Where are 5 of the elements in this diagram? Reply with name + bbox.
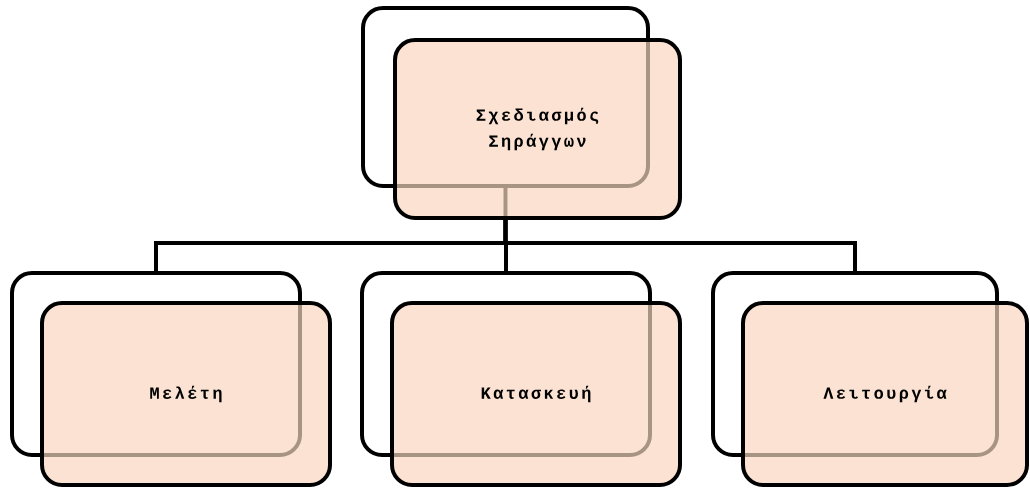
stacked-box: Μελέτη xyxy=(10,271,332,487)
stacked-box: Κατασκευή xyxy=(360,271,682,487)
connector-line xyxy=(503,218,857,273)
stacked-box: Σχεδιασμός Σηράγγων xyxy=(361,6,682,220)
stacked-box: Λειτουργία xyxy=(711,271,1029,487)
